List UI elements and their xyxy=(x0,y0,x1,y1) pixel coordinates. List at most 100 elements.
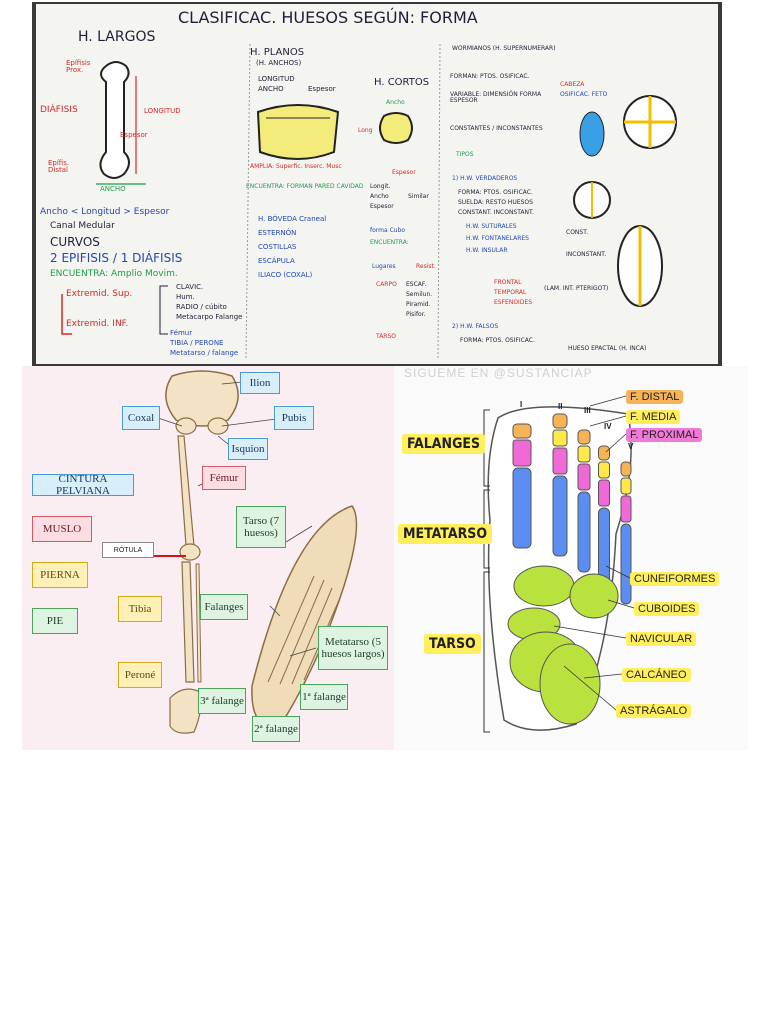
planos-forman: AMPLIA: Superfic. Inserc. Musc xyxy=(250,163,342,170)
label-metatarso: METATARSO xyxy=(398,524,493,544)
whiteboard-drawings xyxy=(61,43,677,360)
wormianos-forman: FORMAN: PTOS. OSIFICAC. xyxy=(450,73,530,80)
planos-item-1: H. BÓVEDA Craneal xyxy=(258,215,327,223)
leg-skeleton-diagram: Ilion Coxal Pubis Isquion CINTURA PELVIA… xyxy=(22,366,394,750)
sub-item-1: H.W. SUTURALES xyxy=(466,223,517,230)
wormianos-osificac: OSIFICAC. FETO xyxy=(560,91,608,98)
planos-item-5: ILIACO (COXAL) xyxy=(258,271,313,279)
cortos-encuentra: ENCUENTRA: xyxy=(370,239,409,246)
label-pierna: PIERNA xyxy=(32,562,88,588)
distal-phalanx-4 xyxy=(598,445,610,461)
label-pie: PIE xyxy=(32,608,78,634)
sub-item-3: H.W. INSULAR xyxy=(466,247,508,254)
label-f-media: F. MEDIA xyxy=(626,410,681,424)
wormianos-inconst: INCONSTANT. xyxy=(566,251,607,258)
label-perone: Peroné xyxy=(118,662,162,688)
cortos-long: Long xyxy=(358,127,373,134)
foot-bones-diagram: SIGUEME EN @SUSTANCIAP I II III IV V F. … xyxy=(394,366,748,750)
label-2-falange: 2ª falange xyxy=(252,716,300,742)
planos-item-4: ESCÁPULA xyxy=(258,257,295,265)
proximal-phalanx-5 xyxy=(620,495,632,523)
cortos-line-3: Espesor xyxy=(370,203,394,210)
ancho-label: ANCHO xyxy=(100,185,126,193)
label-tarso: TARSO xyxy=(424,634,481,654)
espesor-label: Espesor xyxy=(120,131,148,139)
label-f-proximal: F. PROXIMAL xyxy=(626,428,703,442)
planos-longitud: LONGITUD xyxy=(258,75,295,83)
cortos-lugares: Lugares xyxy=(372,263,396,270)
metatarsal-1 xyxy=(512,467,532,549)
toe-numeral-4: IV xyxy=(604,422,612,431)
pointer-line-3 xyxy=(605,433,627,453)
carpo-item-3: Piramid. xyxy=(406,301,431,308)
planos-heading: H. PLANOS xyxy=(250,47,305,58)
distal-phalanx-3 xyxy=(577,429,591,445)
largos-line3: CURVOS xyxy=(50,235,100,249)
cortos-resist: Resist. xyxy=(416,263,436,270)
middle-phalanx-4 xyxy=(598,461,610,479)
epifisis-prox-label: Epífisis Prox. xyxy=(66,59,91,74)
verd-item-1: FORMA: PTOS. OSIFICAC. xyxy=(458,189,533,196)
sup-item-2: Hum. xyxy=(176,293,195,301)
label-astragalo: ASTRÁGALO xyxy=(616,704,692,718)
label-cuneiformes: CUNEIFORMES xyxy=(630,572,720,586)
metatarsal-3 xyxy=(577,491,591,573)
middle-phalanx-5 xyxy=(620,477,632,495)
cortos-forma: forma Cubo xyxy=(370,227,406,234)
toe-numeral-3: III xyxy=(584,406,591,415)
largos-line5: ENCUENTRA: Amplio Movim. xyxy=(50,269,178,279)
inf-item-2: TIBIA / PERONE xyxy=(170,339,224,347)
pointer-line-7 xyxy=(583,673,623,679)
wormianos-cabeza: CABEZA xyxy=(560,81,585,88)
label-navicular: NAVICULAR xyxy=(626,632,697,646)
carpo-item-1: ESCAF. xyxy=(406,281,427,288)
cortos-ancho: Ancho xyxy=(386,99,405,106)
wormianos-const: CONST. xyxy=(566,229,589,236)
distal-phalanx-5 xyxy=(620,461,632,477)
label-metatarso: Metatarso (5 huesos largos) xyxy=(318,626,388,670)
cortos-heading: H. CORTOS xyxy=(374,77,430,88)
largos-heading: H. LARGOS xyxy=(78,29,156,45)
label-falanges: FALANGES xyxy=(402,434,486,454)
label-1-falange: 1ª falange xyxy=(300,684,348,710)
metatarsal-2 xyxy=(552,475,568,557)
toe-numeral-1: I xyxy=(520,400,523,409)
sup-item-4: Metacarpo Falange xyxy=(176,313,243,321)
wormianos-verdaderos: 1) H.W. VERDADEROS xyxy=(452,175,518,182)
wormianos-variable: VARIABLE: DIMENSIÓN FORMA ESPESOR xyxy=(450,91,542,104)
cortos-line-2: Ancho xyxy=(370,193,389,200)
label-tibia: Tibia xyxy=(118,596,162,622)
leg-bones-drawing xyxy=(154,370,358,734)
carpo-item-4: Pisifor. xyxy=(406,311,426,318)
label-rotula: RÓTULA xyxy=(102,542,154,558)
label-cintura-pelviana: CINTURA PELVIANA xyxy=(32,473,134,497)
wormianos-huesos: HUESO EPACTAL (H. INCA) xyxy=(568,345,647,352)
pointer-line-6 xyxy=(553,625,627,639)
watermark: SIGUEME EN @SUSTANCIAP xyxy=(404,366,593,380)
proximal-phalanx-3 xyxy=(577,463,591,491)
label-coxal: Coxal xyxy=(122,406,160,430)
largos-line4: 2 EPIFISIS / 1 DIÁFISIS xyxy=(50,251,183,265)
pointer-line-2 xyxy=(589,415,627,427)
sub-item-2: H.W. FONTANELARES xyxy=(466,235,529,242)
extremid-inf-label: Extremid. INF. xyxy=(66,319,129,329)
verd-item-2: SUELDA: RESTO HUESOS xyxy=(458,199,533,206)
cuneiform-bones xyxy=(513,565,575,607)
cortos-line-1: Longit. xyxy=(370,183,391,190)
verd-item-3: CONSTANT. INCONSTANT. xyxy=(458,209,534,216)
board-title: CLASIFICAC. HUESOS SEGÚN: FORMA xyxy=(178,8,478,27)
metatarsal-5 xyxy=(620,523,632,605)
sup-item-1: CLAVIC. xyxy=(176,283,204,291)
whiteboard-photo: CLASIFICAC. HUESOS SEGÚN: FORMA H. LARGO… xyxy=(32,2,722,366)
extremid-sup-label: Extremid. Sup. xyxy=(66,289,133,299)
wormianos-frontal: FRONTAL xyxy=(494,279,522,286)
label-3-falange: 3ª falange xyxy=(198,688,246,714)
wormianos-esfenoides: ESFENOIDES xyxy=(494,299,533,306)
label-femur: Fémur xyxy=(202,466,246,490)
bracket-tarso xyxy=(483,571,490,733)
toe-numeral-5: V xyxy=(628,442,634,451)
planos-sub: (H. ANCHOS) xyxy=(256,59,302,67)
label-f-distal: F. DISTAL xyxy=(626,390,684,404)
label-isquion: Isquion xyxy=(228,438,268,460)
wormianos-falsos: 2) H.W. FALSOS xyxy=(452,323,499,330)
